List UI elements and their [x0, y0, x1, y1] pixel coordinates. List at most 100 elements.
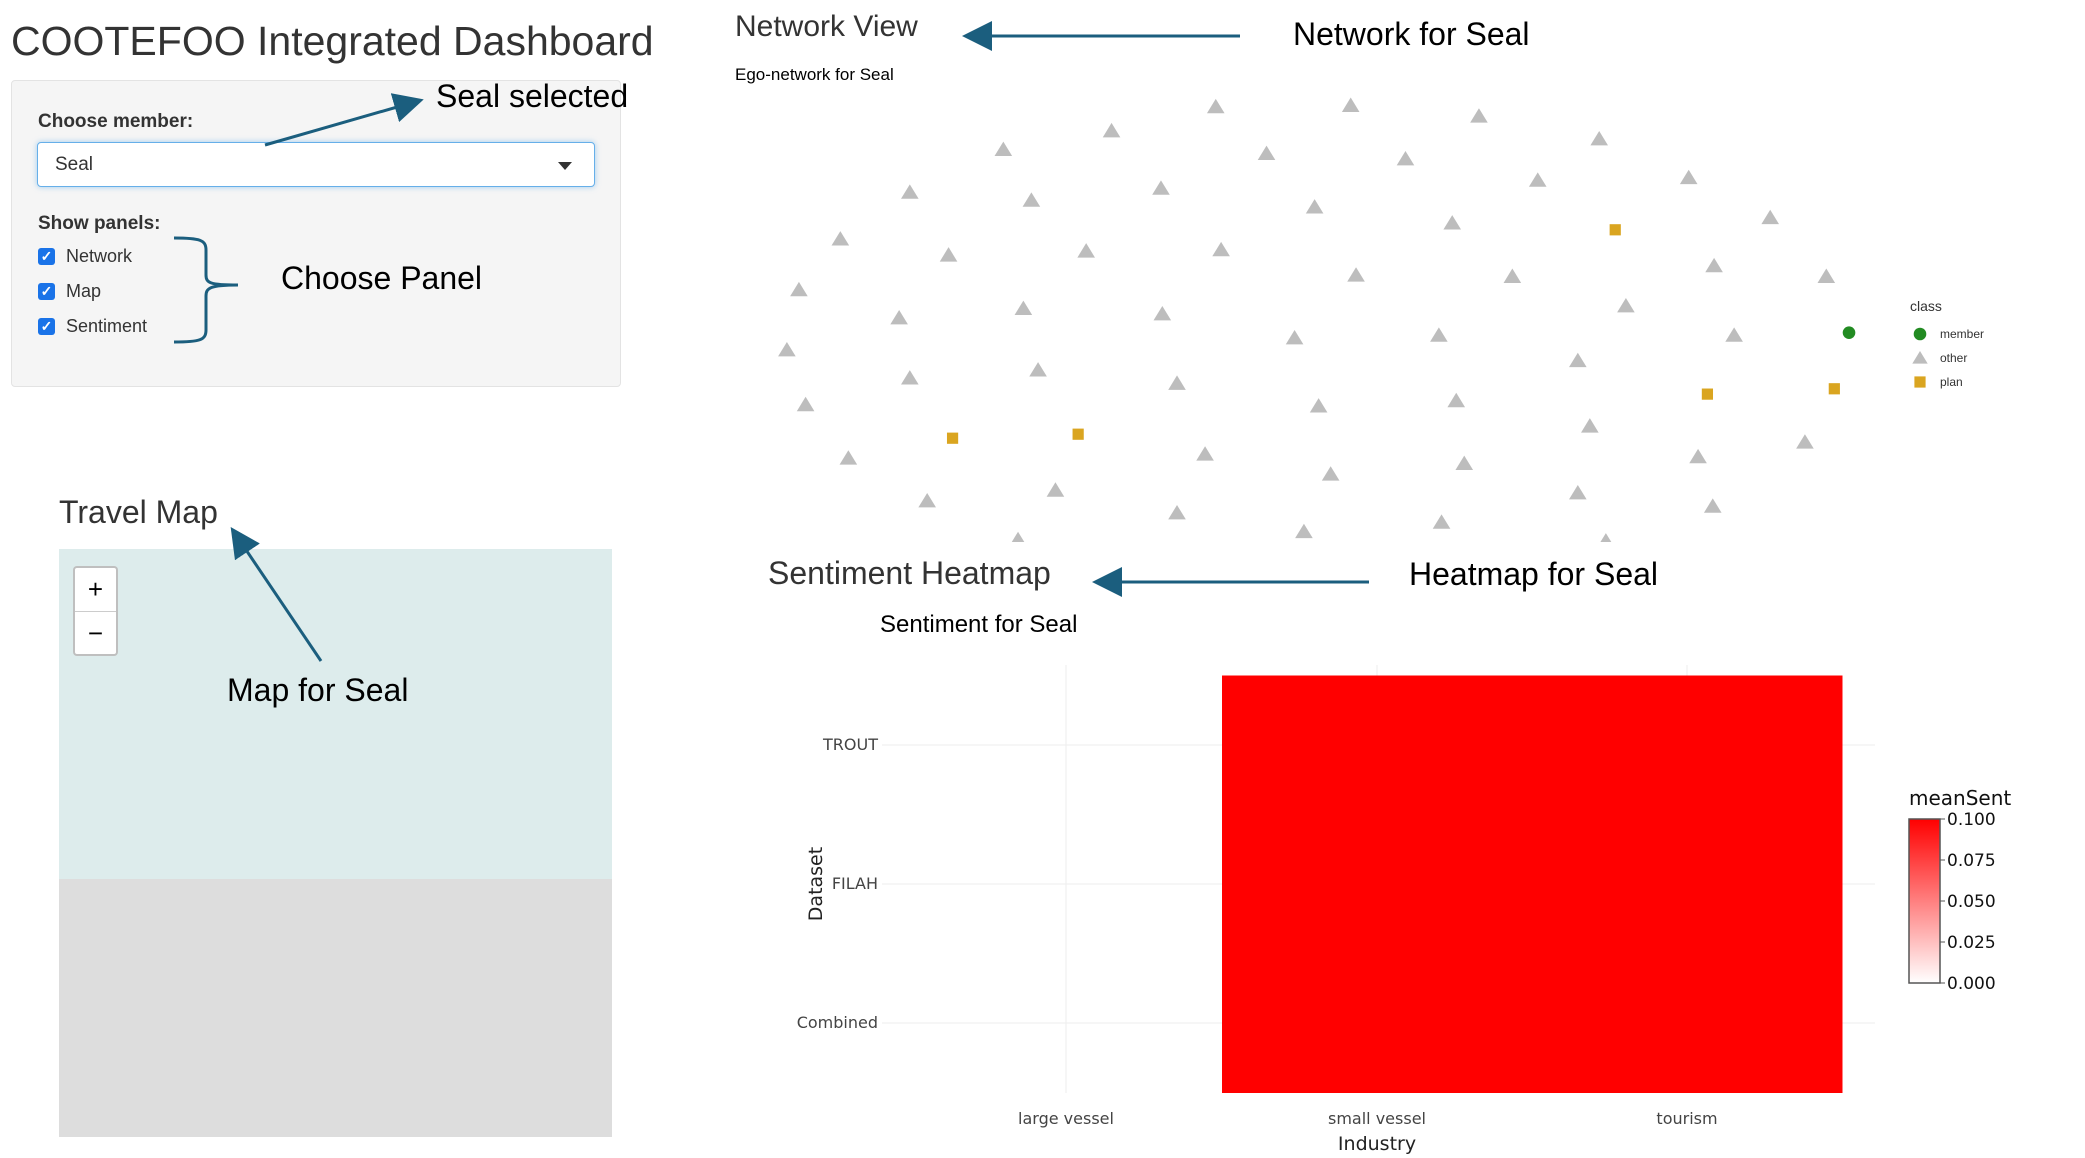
heatmap-cell [1532, 814, 1843, 954]
node-other [918, 493, 936, 508]
travel-map-title: Travel Map [59, 494, 218, 530]
node-member [1842, 326, 1856, 339]
y-axis-label: Dataset [805, 847, 827, 921]
checkbox-label: Map [66, 281, 102, 301]
checkbox-sentiment[interactable]: ✓ Sentiment [38, 316, 147, 337]
colorbar-tick-label: 0.000 [1947, 974, 1996, 994]
node-plan [1914, 376, 1926, 388]
node-other [890, 309, 908, 325]
node-other [994, 141, 1013, 157]
node-other [1029, 362, 1047, 377]
node-other [1430, 327, 1448, 342]
zoom-in-button[interactable]: + [87, 574, 104, 604]
annotation-seal-selected: Seal selected [436, 78, 629, 114]
checkbox-label: Network [66, 246, 133, 266]
heatmap-cell [1532, 953, 1843, 1093]
colorbar-tick-label: 0.050 [1947, 892, 1996, 912]
node-other [1309, 398, 1328, 413]
control-panel: Choose member: Show panels: ✓Network ✓Ma… [11, 80, 621, 387]
node-other [1600, 533, 1612, 542]
node-other [1703, 498, 1722, 513]
annotation-map-for-seal: Map for Seal [227, 672, 409, 708]
node-other [1569, 352, 1587, 368]
checkbox-network[interactable]: ✓ Network [38, 246, 132, 267]
checkbox-label: Sentiment [66, 316, 148, 336]
node-other [1590, 130, 1608, 146]
x-tick-label: small vessel [1328, 1109, 1426, 1128]
node-other [1796, 434, 1814, 449]
node-other [1341, 97, 1360, 112]
node-other [1432, 514, 1451, 529]
node-other [1347, 267, 1365, 282]
legend-item-member: member [1910, 322, 1984, 346]
node-other [831, 231, 850, 246]
node-other [1305, 199, 1324, 214]
network-plot[interactable] [760, 90, 1910, 542]
legend-item-plan: plan [1910, 370, 1984, 394]
node-other [1022, 192, 1041, 207]
checkbox-checked-icon[interactable]: ✓ [38, 318, 55, 335]
node-other [939, 247, 958, 262]
node-other [1725, 327, 1743, 342]
colorbar-tick-label: 0.075 [1947, 851, 1996, 871]
node-other [1528, 172, 1547, 187]
node-other [1321, 466, 1340, 481]
node-other [1447, 392, 1466, 408]
y-tick-label: Combined [797, 1013, 878, 1032]
node-other [1912, 351, 1928, 364]
node-other [1206, 98, 1225, 114]
node-other [1014, 300, 1033, 316]
node-other [1153, 305, 1172, 321]
node-other [1257, 145, 1276, 161]
node-other [839, 450, 858, 465]
node-other [1168, 505, 1186, 520]
heatmap-cell [1222, 953, 1533, 1093]
network-view-title: Network View [735, 10, 918, 43]
node-other [1617, 297, 1635, 313]
annotation-heatmap-for-seal: Heatmap for Seal [1409, 556, 1659, 592]
y-tick-label: FILAH [832, 874, 878, 893]
x-tick-label: tourism [1656, 1109, 1717, 1128]
node-other [1285, 330, 1304, 345]
node-plan [1828, 383, 1840, 395]
node-other [1679, 169, 1698, 185]
map-water [59, 549, 612, 879]
page-title: COOTEFOO Integrated Dashboard [11, 18, 654, 64]
y-tick-label: TROUT [822, 735, 878, 754]
node-other [1011, 531, 1025, 542]
node-other [901, 370, 919, 385]
node-plan [1609, 224, 1621, 236]
member-select[interactable]: Seal [37, 142, 595, 187]
legend-label: plan [1940, 375, 1963, 389]
node-plan [1701, 388, 1714, 400]
colorbar [1908, 818, 1941, 984]
heatmap-cell [1222, 814, 1533, 954]
legend-label: member [1940, 327, 1985, 341]
heatmap-cell [1532, 675, 1843, 815]
choose-member-label: Choose member: [38, 111, 194, 132]
node-other [796, 396, 815, 412]
checkbox-checked-icon[interactable]: ✓ [38, 248, 55, 265]
zoom-out-button[interactable]: − [75, 611, 116, 654]
travel-map[interactable]: + − [59, 549, 612, 1137]
heatmap-subtitle: Sentiment for Seal [880, 611, 1078, 638]
node-other [1581, 418, 1599, 433]
checkbox-checked-icon[interactable]: ✓ [38, 283, 55, 300]
node-plan [1072, 428, 1084, 440]
node-other [1102, 122, 1121, 138]
node-other [1705, 257, 1723, 273]
checkbox-map[interactable]: ✓ Map [38, 281, 101, 302]
legend-title: class [1910, 298, 1942, 314]
node-plan [946, 432, 959, 444]
legend-label: other [1940, 351, 1968, 365]
node-other [1443, 215, 1462, 230]
colorbar-title: meanSent [1909, 786, 2011, 810]
node-member [1913, 327, 1927, 341]
node-other [1152, 180, 1170, 195]
node-other [1396, 150, 1415, 166]
colorbar-tick-label: 0.100 [1947, 810, 1996, 830]
node-other [1212, 241, 1230, 257]
node-other [1196, 446, 1214, 461]
annotation-network-for-seal: Network for Seal [1293, 16, 1530, 52]
